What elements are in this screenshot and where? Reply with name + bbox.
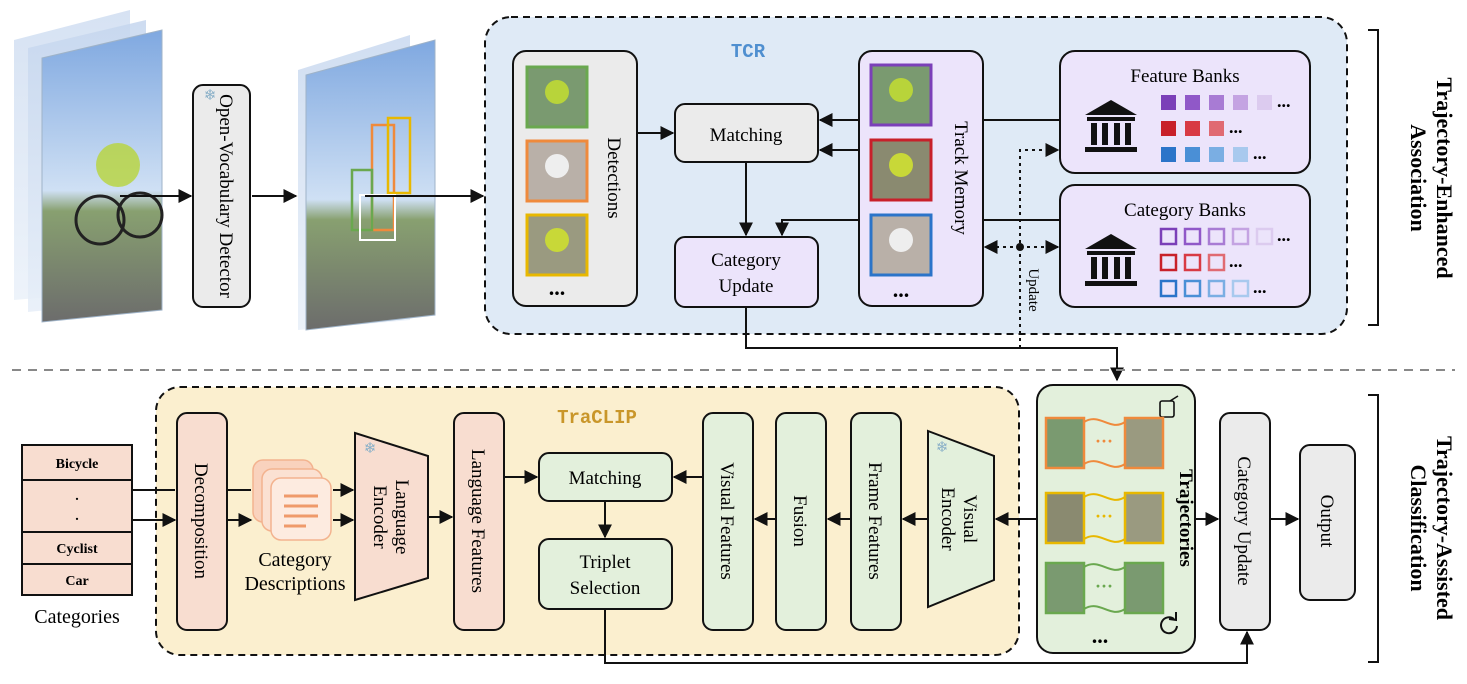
tcr-arrows (637, 113, 1124, 382)
final-category-update-box: Category Update (1219, 412, 1271, 631)
selection-word: Selection (570, 578, 641, 599)
categories-table: Bicycle . . Cyclist Car (21, 444, 133, 596)
category-bank-row1-more: ... (1277, 225, 1291, 245)
detections-ellipsis: ... (549, 275, 566, 300)
frozen-snowflake-icon: ❄ (364, 441, 377, 457)
detections-label: Detections (603, 137, 624, 218)
tcr-matching-box: Matching (674, 103, 819, 163)
category-item-dot1: . (75, 489, 79, 504)
feature-banks-box: Feature Banks ... ... ... (1059, 50, 1311, 174)
decomposition-label: Decomposition (190, 463, 211, 580)
bank-building-icon (1085, 100, 1137, 152)
visual-features-label: Visual Features (716, 462, 737, 580)
detections-box: ... Detections (512, 50, 638, 307)
refresh-icon (1160, 616, 1178, 635)
bank-building-icon (1085, 234, 1137, 286)
feature-bank-row3-more: ... (1253, 143, 1267, 163)
tcr-update-word: Update (719, 276, 774, 297)
track-memory-ellipsis: ... (893, 277, 910, 302)
decomposition-box: Decomposition (176, 412, 228, 631)
category-item-cyclist: Cyclist (56, 542, 98, 557)
side-label-top-line1: Trajectory-Enhanced (1432, 77, 1457, 278)
side-label-bottom-line1: Trajectory-Assisted (1432, 436, 1457, 620)
visual-features-box: Visual Features (702, 412, 754, 631)
frame-features-box: Frame Features (850, 412, 902, 631)
tcr-category-word: Category (711, 250, 781, 271)
visual-word: Visual (959, 495, 980, 543)
category-item-dot2: . (75, 509, 79, 524)
side-label-top-line2: Association (1406, 124, 1431, 232)
category-item-car: Car (65, 574, 88, 589)
categories-caption: Categories (34, 606, 120, 628)
language-features-label: Language Features (467, 449, 488, 593)
traclip-title: TraCLIP (557, 407, 637, 429)
category-banks-label: Category Banks (1124, 200, 1246, 221)
language-encoder: ❄ Language Encoder (354, 431, 429, 602)
fusion-box: Fusion (775, 412, 827, 631)
trajectories-label: Trajectories (1175, 469, 1196, 567)
side-label-bottom: Trajectory-Assisted Classification (1406, 436, 1457, 620)
tcr-matching-label: Matching (710, 125, 783, 146)
category-item-bicycle: Bicycle (56, 457, 99, 472)
descriptions-word-label: Descriptions (244, 573, 345, 595)
traj-dots: ··· (1095, 506, 1113, 526)
encoder-word-2: Encoder (937, 487, 958, 551)
category-word-label: Category (258, 549, 331, 571)
feature-bank-row1-more: ... (1277, 91, 1291, 111)
traclip-arrows (132, 470, 1300, 664)
fusion-label: Fusion (789, 495, 810, 547)
language-features-box: Language Features (453, 412, 505, 631)
output-box: Output (1299, 444, 1356, 601)
frame-features-label: Frame Features (864, 462, 885, 580)
traclip-matching-box: Matching (538, 452, 673, 502)
triplet-word: Triplet (579, 552, 631, 573)
trajectories-box: ··· ··· ··· ... Trajectories (1036, 384, 1196, 654)
side-label-bottom-line2: Classification (1406, 464, 1431, 591)
open-vocabulary-detector: ❄ Open-Vocabulary Detector (192, 84, 251, 308)
final-category-update-label: Category Update (1233, 456, 1254, 585)
tcr-title: TCR (731, 41, 766, 63)
traclip-matching-label: Matching (569, 468, 642, 489)
feature-bank-row2-more: ... (1229, 117, 1243, 137)
output-label: Output (1316, 495, 1337, 549)
update-label: Update (1025, 268, 1041, 312)
detector-label: Open-Vocabulary Detector (215, 94, 236, 298)
detected-frame (298, 35, 436, 331)
frozen-snowflake-icon: ❄ (936, 440, 949, 456)
trajectories-ellipsis: ... (1092, 623, 1109, 648)
update-dotted-arrows (983, 143, 1060, 348)
top-bracket (1368, 29, 1379, 326)
category-banks-box: Category Banks ... ... ... (1059, 184, 1311, 308)
encoder-word: Encoder (369, 485, 390, 549)
traj-dots: ··· (1095, 431, 1113, 451)
fire-trainable-icon (1159, 395, 1179, 418)
tcr-category-update-box: Category Update (674, 236, 819, 308)
track-memory-label: Track Memory (950, 121, 971, 235)
language-word: Language (391, 480, 412, 555)
feature-banks-label: Feature Banks (1130, 66, 1239, 87)
triplet-selection-box: Triplet Selection (538, 538, 673, 610)
traj-dots: ··· (1095, 576, 1113, 596)
track-memory-box: ... Track Memory (858, 50, 984, 307)
side-label-top: Trajectory-Enhanced Association (1406, 77, 1457, 278)
frozen-snowflake-icon: ❄ (204, 88, 217, 104)
input-video-frames (14, 10, 164, 323)
category-bank-row3-more: ... (1253, 277, 1267, 297)
visual-encoder: ❄ Visual Encoder (927, 429, 995, 609)
document-stack-icon (252, 459, 332, 541)
bottom-bracket (1368, 394, 1379, 663)
update-junction-dot (1016, 243, 1024, 251)
category-bank-row2-more: ... (1229, 251, 1243, 271)
